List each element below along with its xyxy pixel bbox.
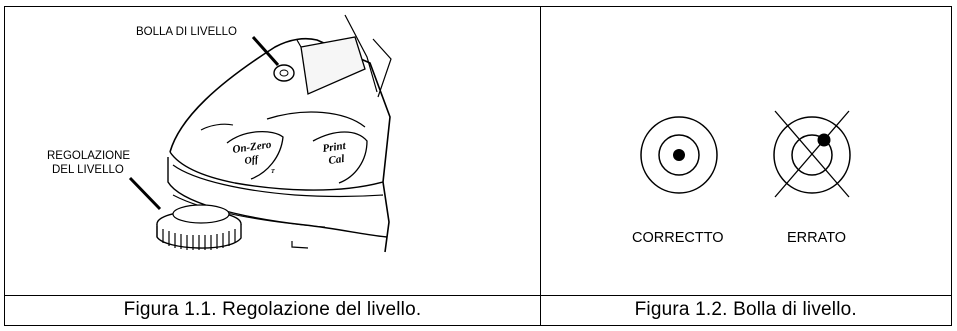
figure-table: On-Zero Off T Print Cal BOLLA DI LIVELLO… [4, 6, 952, 326]
figure-1-1-caption-cell: Figura 1.1. Regolazione del livello. [4, 294, 541, 326]
print-label: Print [322, 140, 348, 155]
wrong-bubble-icon [772, 110, 851, 198]
figure-1-2-caption-cell: Figura 1.2. Bolla di livello. [539, 294, 952, 326]
figure-1-1-caption: Figura 1.1. Regolazione del livello. [123, 299, 422, 321]
leveling-label-line1: REGOLAZIONE [47, 150, 130, 162]
on-zero-label: On-Zero [232, 139, 273, 156]
figure-1-1-panel: On-Zero Off T Print Cal BOLLA DI LIVELLO… [4, 6, 541, 296]
figure-1-2-panel: CORRECTTO ERRATO [539, 6, 952, 296]
cal-label: Cal [328, 153, 346, 167]
level-bubble-label: BOLLA DI LIVELLO [136, 26, 237, 38]
off-label: Off [244, 154, 261, 167]
correct-label: CORRECTTO [632, 230, 724, 246]
correct-bubble-icon [639, 116, 718, 194]
bubble-illustration: CORRECTTO ERRATO [632, 110, 851, 246]
wrong-label: ERRATO [787, 230, 846, 246]
figure-1-2-caption: Figura 1.2. Bolla di livello. [634, 299, 857, 321]
tare-label: T [271, 169, 275, 175]
scale-illustration: On-Zero Off T Print Cal BOLLA DI LIVELLO… [47, 14, 392, 253]
leveling-label-line2: DEL LIVELLO [52, 164, 124, 176]
